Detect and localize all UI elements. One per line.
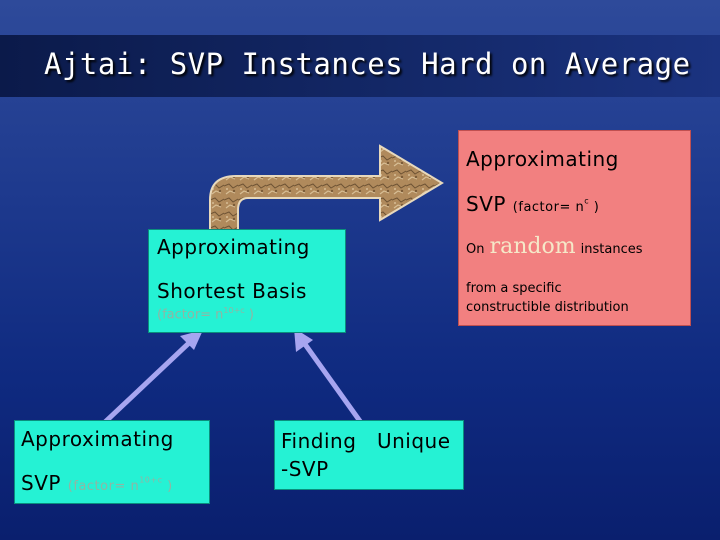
- rock-textured-arrow: [209, 144, 444, 233]
- pink-factor-close: ): [589, 200, 600, 215]
- left-svp-label: SVP: [21, 471, 61, 495]
- unique-svp-box: [274, 420, 464, 490]
- right-svp-label: -SVP: [281, 457, 329, 481]
- left-factor-label: (factor= n: [67, 479, 140, 494]
- pink-random-label: random: [489, 234, 576, 259]
- left-approximating-label: Approximating: [21, 427, 174, 451]
- shortest-basis-box: [148, 229, 346, 333]
- left-connector-line: [101, 340, 192, 426]
- svp-random-instances-box: [458, 130, 691, 326]
- svp-approximation-box: [14, 420, 210, 504]
- right-connector-arrowhead: [294, 328, 313, 352]
- right-finding-unique-label: Finding Unique: [281, 429, 451, 453]
- pink-approximating-label: Approximating: [466, 147, 619, 171]
- pink-factor-exponent: c: [584, 196, 590, 206]
- title-bar: [0, 35, 720, 97]
- left-factor-close: ): [162, 479, 173, 494]
- pink-svp-label: SVP: [466, 192, 506, 216]
- pink-instances-label: instances: [580, 242, 643, 257]
- pink-distribution-label: constructible distribution: [466, 300, 629, 315]
- pink-factor-label: (factor= n: [512, 200, 585, 215]
- middle-approximating-label: Approximating: [157, 235, 310, 259]
- left-connector-arrowhead: [180, 330, 203, 350]
- pink-svp-line: SVP (factor= nc ): [466, 192, 599, 216]
- middle-factor-label: (factor= n: [157, 307, 224, 323]
- slide-title: Ajtai: SVP Instances Hard on Average: [44, 47, 691, 81]
- middle-factor-exponent: 10+c: [223, 306, 245, 315]
- middle-factor-line: (factor= n10+c ): [157, 306, 254, 322]
- middle-shortest-basis-label: Shortest Basis: [157, 279, 307, 303]
- left-svp-line: SVP (factor= n10+c ): [21, 471, 173, 495]
- pink-random-line: On random instances: [466, 234, 643, 259]
- right-connector-line: [299, 338, 365, 426]
- left-factor-exponent: 10+c: [139, 475, 163, 485]
- middle-factor-close: ): [244, 307, 254, 323]
- pink-from-label: from a specific: [466, 281, 562, 296]
- pink-on-label: On: [466, 242, 485, 257]
